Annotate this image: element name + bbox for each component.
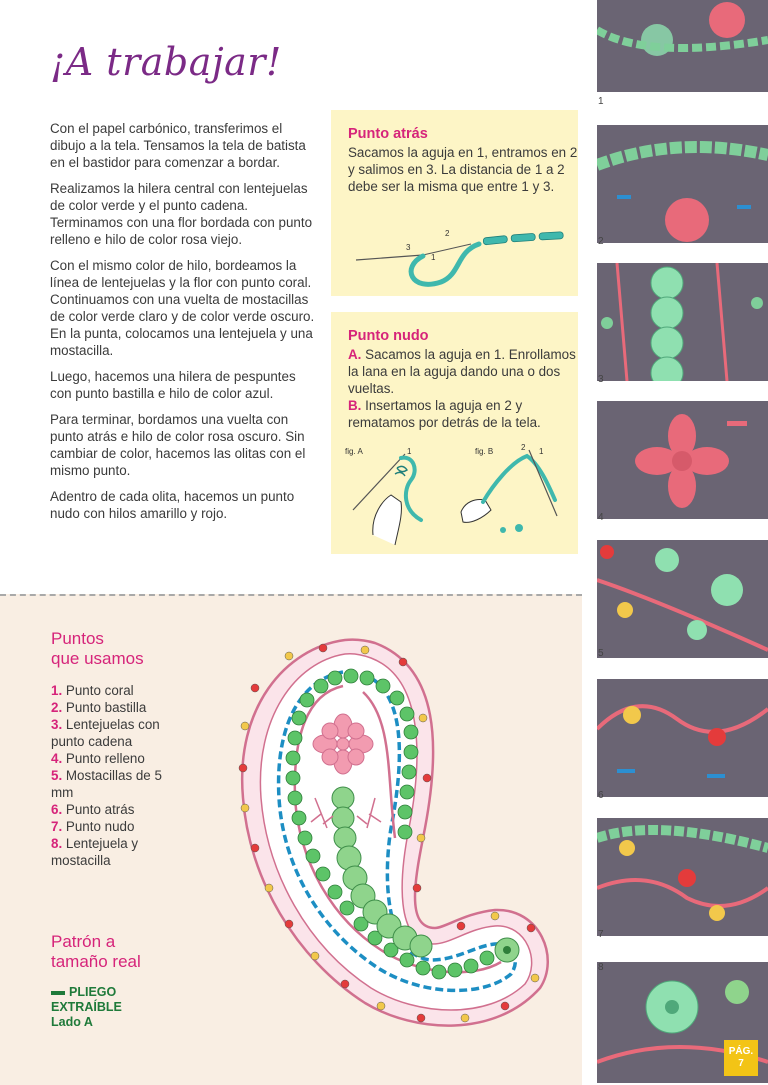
photo-number: 4: [598, 512, 604, 523]
legend-title: Puntos que usamos: [51, 629, 144, 669]
photo-number: 1: [598, 96, 604, 107]
step-b-mark: B.: [348, 398, 362, 413]
intro-paragraph: Con el mismo color de hilo, bordeamos la…: [50, 258, 315, 358]
legend-item: 1. Punto coral: [51, 682, 181, 699]
intro-text: Con el papel carbónico, transferimos el …: [50, 120, 315, 531]
photo-number: 6: [598, 790, 604, 801]
legend-item: 2. Punto bastilla: [51, 699, 181, 716]
legend-number: 6.: [51, 802, 63, 817]
legend-item: 5. Mostacillas de 5 mm: [51, 767, 181, 801]
photo-number: 8: [598, 962, 604, 973]
step-a-text: Sacamos la aguja en 1. Enrollamos la lan…: [348, 347, 576, 396]
punto-nudo-illustration: fig. A fig. B 1 2 1: [345, 443, 558, 546]
dash-icon: [51, 990, 65, 995]
punto-nudo-box: Punto nudo A. Sacamos la aguja en 1. Enr…: [331, 312, 578, 554]
step-photo: [597, 818, 768, 936]
legend-label: Punto bastilla: [65, 700, 147, 715]
pliego-line2: EXTRAÍBLE: [51, 1000, 122, 1014]
legend-label: Punto relleno: [65, 751, 145, 766]
legend-item: 8. Lentejuela y mostacilla: [51, 835, 181, 869]
page-label: PÁG.: [728, 1046, 754, 1057]
step-b-text: Insertamos la aguja en 2 y rematamos por…: [348, 398, 541, 430]
legend-number: 7.: [51, 819, 63, 834]
legend-number: 4.: [51, 751, 63, 766]
pliego-note: PLIEGO EXTRAÍBLE Lado A: [51, 985, 122, 1030]
photo-number: 7: [598, 929, 604, 940]
fig-b-label: fig. B: [475, 447, 493, 456]
fig-b-num-2: 2: [521, 443, 526, 452]
legend-label: Lentejuela y mostacilla: [51, 836, 139, 868]
step-photo: [597, 540, 768, 658]
fig-a-label: fig. A: [345, 447, 363, 456]
legend-label: Lentejuelas con punto cadena: [51, 717, 160, 749]
intro-paragraph: Con el papel carbónico, transferimos el …: [50, 121, 306, 170]
page-number-badge: PÁG. 7: [724, 1040, 758, 1076]
intro-paragraph: Realizamos la hilera central con lenteju…: [50, 181, 313, 247]
photo-number: 5: [598, 648, 604, 659]
legend-label: Punto nudo: [65, 819, 135, 834]
legend-number: 8.: [51, 836, 63, 851]
step-photo: [597, 401, 768, 519]
legend-item: 6. Punto atrás: [51, 801, 181, 818]
step-photo: [597, 679, 768, 797]
intro-paragraph: Para terminar, bordamos una vuelta con p…: [50, 412, 306, 478]
legend-number: 1.: [51, 683, 63, 698]
photo-number: 3: [598, 374, 604, 385]
pliego-line1: PLIEGO: [51, 985, 122, 1000]
punto-nudo-title: Punto nudo: [348, 328, 429, 344]
step-photo: [597, 263, 768, 381]
patron-title: Patrón a tamaño real: [51, 932, 141, 972]
legend-title-line2: que usamos: [51, 649, 144, 668]
punto-nudo-step-b: B. Insertamos la aguja en 2 y rematamos …: [348, 397, 578, 431]
step-a-mark: A.: [348, 347, 362, 362]
paisley-pattern-diagram: [238, 638, 549, 1027]
legend-label: Mostacillas de 5 mm: [51, 768, 162, 800]
patron-line1: Patrón a: [51, 932, 116, 951]
legend-label: Punto coral: [65, 683, 134, 698]
step-label-1: 1: [431, 253, 436, 262]
fig-a-num: 1: [407, 447, 412, 456]
step-label-3: 3: [406, 243, 411, 252]
fig-b-num-1: 1: [539, 447, 544, 456]
step-photo: [597, 125, 768, 243]
punto-atras-text: Sacamos la aguja en 1, entramos en 2 y s…: [348, 145, 578, 194]
pliego-line1-text: PLIEGO: [69, 985, 117, 999]
step-photo: [597, 962, 768, 1083]
legend-number: 5.: [51, 768, 63, 783]
punto-atras-title: Punto atrás: [348, 126, 428, 142]
photo-number: 2: [598, 236, 604, 247]
pliego-line3: Lado A: [51, 1015, 93, 1029]
punto-nudo-step-a: A. Sacamos la aguja en 1. Enrollamos la …: [348, 346, 578, 397]
legend-item: 3. Lentejuelas con punto cadena: [51, 716, 181, 750]
intro-paragraph: Luego, hacemos una hilera de pespuntes c…: [50, 369, 296, 401]
stitch-legend: 1. Punto coral 2. Punto bastilla 3. Lent…: [51, 682, 181, 869]
step-photo: [597, 0, 768, 92]
legend-number: 3.: [51, 717, 63, 732]
page-number: 7: [738, 1058, 744, 1069]
intro-paragraph: Adentro de cada olita, hacemos un punto …: [50, 489, 295, 521]
page-title: ¡A trabajar!: [50, 40, 282, 84]
legend-title-line1: Puntos: [51, 629, 104, 648]
legend-label: Punto atrás: [65, 802, 135, 817]
legend-item: 4. Punto relleno: [51, 750, 181, 767]
punto-atras-box: Punto atrás Sacamos la aguja en 1, entra…: [331, 110, 578, 296]
punto-atras-illustration: 3 1 2: [355, 229, 564, 287]
patron-line2: tamaño real: [51, 952, 141, 971]
step-label-2: 2: [445, 229, 450, 238]
legend-number: 2.: [51, 700, 63, 715]
legend-item: 7. Punto nudo: [51, 818, 181, 835]
